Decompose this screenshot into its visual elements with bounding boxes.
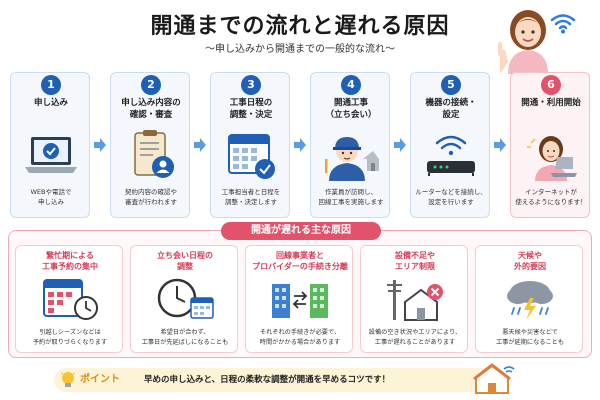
step-card-4: 4 開通工事 （立ち会い） 作業員が訪問し、 回線工事を実施します	[310, 72, 390, 218]
step-description: ルーターなどを接続し、 設定を行います	[415, 188, 487, 206]
step-title: 開通工事 （立ち会い）	[325, 98, 377, 120]
arrow-right-icon	[194, 138, 206, 152]
step-card-2: 2 申し込み内容の 確認・審査 契約内容の確認や 審査が行われます	[110, 72, 190, 218]
pole-house-x-icon	[387, 280, 443, 321]
page-title: 開通までの流れと遅れる原因	[150, 14, 450, 39]
storm-cloud-icon	[507, 281, 553, 320]
clock-calendar-icon	[157, 278, 214, 319]
buildings-arrows-icon	[272, 284, 328, 318]
router-icon	[427, 135, 475, 176]
reason-description: それぞれの手続きが必要で、 時間がかかる場合があります	[259, 329, 341, 346]
reason-card-5: 天候や 外的要因 悪天候や災害などで 工事が延期になることも	[475, 245, 583, 353]
step-card-1: 1 申し込み WEBや電話で 申し込み	[10, 72, 90, 218]
step-title: 開通・利用開始	[521, 98, 581, 108]
step-number: 5	[441, 75, 461, 95]
point-text: 早めの申し込みと、日程の柔軟な調整が開通を早めるコツです！	[144, 375, 391, 385]
reason-title: 立ち会い日程の 調整	[157, 251, 213, 271]
step-title: 機器の接続・ 設定	[425, 98, 477, 120]
calendar-check-icon	[228, 134, 275, 179]
woman-pointing-icon	[498, 10, 548, 74]
step-title: 工事日程の 調整・決定	[229, 98, 273, 120]
reason-description: 引越しシーズンなどは 予約が取りづらくなります	[32, 329, 108, 346]
reason-title: 回線事業者と プロバイダーの手続き分離	[252, 251, 348, 271]
reason-card-1: 繁忙期による 工事予約の集中 引越しシーズンなどは 予約が取りづらくなります	[15, 245, 123, 353]
worker-icon	[325, 137, 379, 181]
calendar-clock-icon	[43, 279, 98, 320]
wifi-icon	[550, 14, 576, 34]
woman-laptop-icon	[527, 136, 577, 181]
house-wifi-icon	[473, 363, 515, 394]
step-description: インターネットが 使えるようになります！	[515, 188, 587, 206]
clipboard-user-icon	[134, 130, 174, 178]
step-title: 申し込み	[33, 98, 68, 108]
point-tip-bar: ポイント 早めの申し込みと、日程の柔軟な調整が開通を早めるコツです！	[54, 368, 502, 392]
arrow-right-icon	[494, 138, 506, 152]
page-subtitle: 〜申し込みから開通までの一般的な流れ〜	[205, 44, 395, 55]
point-label: ポイント	[80, 374, 120, 385]
step-number: 1	[41, 75, 61, 95]
step-description: WEBや電話で 申し込み	[30, 188, 72, 206]
reasons-heading: 開通が遅れる主な原因	[221, 222, 381, 240]
reason-description: 希望日が合わず、 工事日が先延ばしになることも	[141, 329, 229, 346]
step-title: 申し込み内容の 確認・審査	[121, 98, 181, 120]
step-description: 工事担当者と日程を 調整・決定します	[221, 188, 281, 206]
step-card-3: 3 工事日程の 調整・決定 工事担当者と日程を 調整・決定します	[210, 72, 290, 218]
arrow-right-icon	[294, 138, 306, 152]
step-description: 契約内容の確認や 審査が行われます	[125, 188, 177, 206]
step-number: 2	[141, 75, 161, 95]
step-description: 作業員が訪問し、 回線工事を実施します	[318, 188, 384, 206]
reason-card-4: 設備不足や エリア制限 設備の空き状況やエリアにより、 工事が遅れることがありま…	[360, 245, 468, 353]
reason-description: 設備の空き状況やエリアにより、 工事が遅れることがあります	[368, 329, 462, 346]
step-card-5: 5 機器の接続・ 設定 ルーターなどを接続し、 設定を行います	[410, 72, 490, 218]
laptop-check-icon	[25, 137, 77, 173]
reason-description: 悪天候や災害などで 工事が延期になることも	[495, 329, 565, 346]
reason-title: 天候や 外的要因	[514, 251, 546, 271]
step-card-6: 6 開通・利用開始 インターネットが 使えるようになります！	[510, 72, 590, 218]
arrow-right-icon	[394, 138, 406, 152]
step-number: 6	[541, 75, 561, 95]
step-number: 4	[341, 75, 361, 95]
reason-title: 繁忙期による 工事予約の集中	[42, 251, 98, 271]
delay-reasons-panel: 開通が遅れる主な原因 繁忙期による 工事予約の集中 引越しシーズンなどは 予約が…	[8, 222, 592, 358]
reason-title: 設備不足や エリア制限	[395, 251, 435, 271]
reason-card-2: 立ち会い日程の 調整 希望日が合わず、 工事日が先延ばしになることも	[130, 245, 238, 353]
step-number: 3	[241, 75, 261, 95]
lightbulb-icon	[60, 372, 76, 387]
reason-card-3: 回線事業者と プロバイダーの手続き分離 それぞれの手続きが必要で、 時間がかかる…	[245, 245, 353, 353]
process-steps: 1 申し込み WEBや電話で 申し込み 2 申し込み内容の 確認・審査 契約内容…	[10, 72, 590, 218]
arrow-right-icon	[94, 138, 106, 152]
